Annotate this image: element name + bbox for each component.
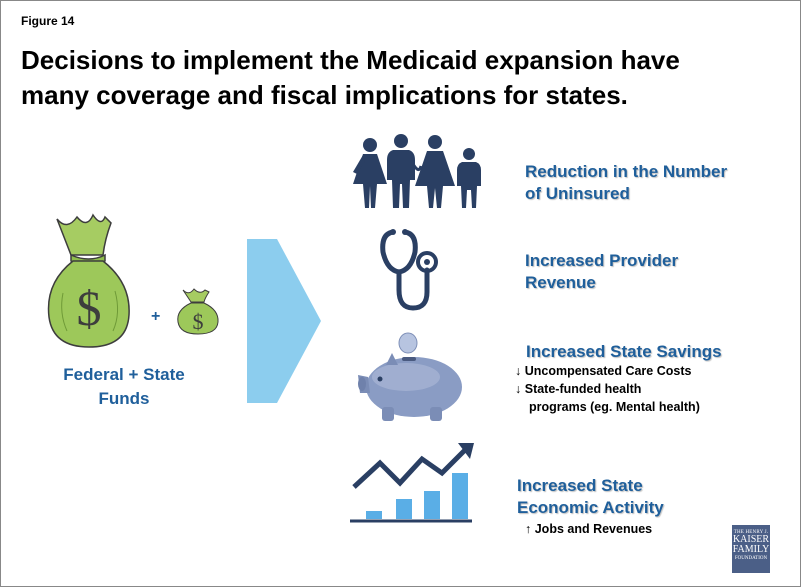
plus-sign: + <box>151 308 161 325</box>
outcome-4-line-2: Economic Activity <box>517 498 664 517</box>
logo-line-4: FOUNDATION <box>734 556 768 561</box>
growth-chart-icon <box>350 443 474 523</box>
savings-bullet-1: ↓ Uncompensated Care Costs <box>515 362 691 380</box>
chart-bar-1 <box>366 511 382 519</box>
savings-bullet-2: ↓ State-funded health <box>515 380 641 398</box>
kff-logo: THE HENRY J. KAISER FAMILY FOUNDATION <box>732 525 770 573</box>
economic-bullet-1: ↑ Jobs and Revenues <box>525 520 652 538</box>
outcome-1-line-1: Reduction in the Number <box>525 162 728 181</box>
outcome-provider-revenue-title: Increased Provider Revenue <box>525 250 678 294</box>
savings-bullet-2-text: State-funded health <box>524 382 642 396</box>
stethoscope-icon <box>380 229 438 311</box>
funds-label-line-1: Federal + State <box>63 365 185 384</box>
outcome-2-line-2: Revenue <box>525 273 596 292</box>
down-arrow-icon: ↓ <box>515 364 522 378</box>
outcome-state-savings-title: Increased State Savings <box>526 342 722 361</box>
up-arrow-icon: ↑ <box>525 522 532 536</box>
logo-line-3: FAMILY <box>732 544 770 555</box>
outcome-1-line-2: of Uninsured <box>525 184 630 203</box>
title-line-2: many coverage and fiscal implications fo… <box>21 80 628 110</box>
chart-bar-3 <box>424 491 440 519</box>
family-icon <box>353 134 481 208</box>
outcome-uninsured-title: Reduction in the Number of Uninsured <box>525 161 727 205</box>
economic-bullet-1-text: Jobs and Revenues <box>534 522 653 536</box>
savings-bullet-2-continuation: programs (eg. Mental health) <box>529 400 700 414</box>
logo-line-2: KAISER <box>732 534 770 545</box>
funds-label: Federal + State Funds <box>29 363 219 411</box>
svg-text:$: $ <box>193 309 204 334</box>
title-line-1: Decisions to implement the Medicaid expa… <box>21 45 680 75</box>
page-title: Decisions to implement the Medicaid expa… <box>21 43 761 113</box>
piggy-bank-icon <box>358 332 462 421</box>
svg-text:$: $ <box>77 280 102 336</box>
outcome-2-line-1: Increased Provider <box>525 251 679 270</box>
logo-line-1: THE HENRY J. <box>733 530 769 535</box>
outcome-4-line-1: Increased State <box>517 476 643 495</box>
money-bag-small-icon: $ <box>177 288 219 335</box>
savings-bullet-1-text: Uncompensated Care Costs <box>524 364 692 378</box>
down-arrow-icon: ↓ <box>515 382 522 396</box>
funds-label-line-2: Funds <box>98 389 150 408</box>
outcome-economic-activity-title: Increased State Economic Activity <box>517 475 664 519</box>
chart-bar-2 <box>396 499 412 519</box>
chart-bar-4 <box>452 473 468 519</box>
figure-label: Figure 14 <box>21 14 75 28</box>
money-bag-large-icon: $ <box>47 213 130 348</box>
right-arrow-icon <box>247 239 321 403</box>
